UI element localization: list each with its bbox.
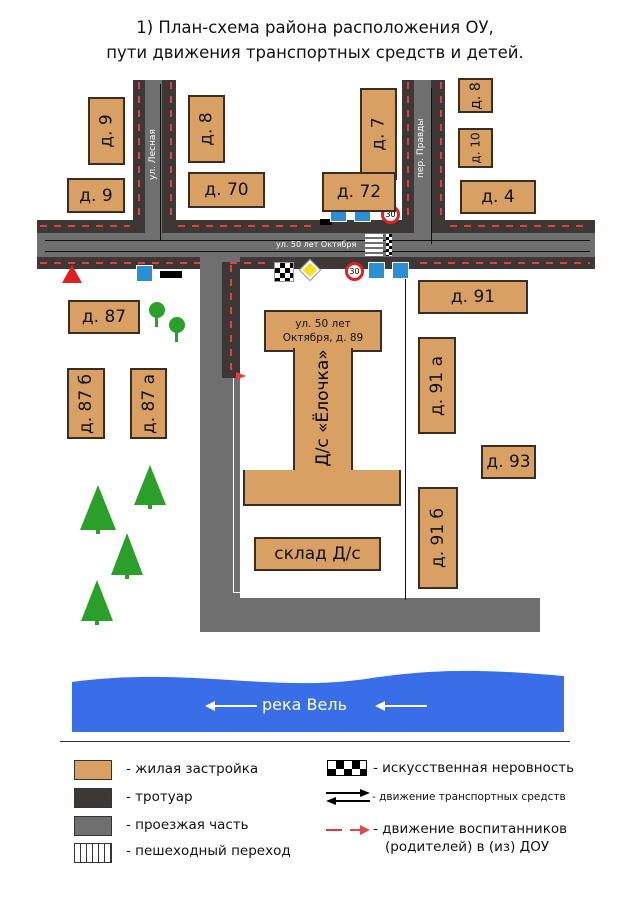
school-name: Д/с «Ёлочка»	[313, 349, 333, 467]
legend-crossing: - пешеходный переход	[126, 843, 291, 859]
legend-sidewalk: - тротуар	[126, 789, 193, 805]
fir-tree-icon	[81, 580, 113, 621]
warehouse: склад Д/с	[254, 537, 381, 571]
building: д. 93	[481, 445, 536, 479]
legend-swatch-roadway	[74, 816, 112, 836]
bus-stop-platform	[320, 219, 332, 225]
children-sign-icon	[62, 265, 82, 283]
legend-swatch-bump	[327, 760, 367, 776]
bump-marker-icon	[274, 262, 294, 282]
pedestrian-crossing-sign-icon	[392, 262, 409, 279]
two-way-arrow-icon	[326, 789, 370, 805]
legend-children-2: (родителей) в (из) ДОУ	[385, 839, 550, 855]
street-lesnaya: ул. Лесная	[148, 129, 158, 180]
legend-children-1: - движение воспитанников	[373, 821, 568, 837]
red-arrow-icon	[236, 372, 246, 380]
speed-bump	[386, 234, 392, 256]
bus-stop-sign-icon	[136, 265, 153, 282]
building: д. 9	[88, 97, 125, 165]
title-line-1: 1) План-схема района расположения ОУ,	[136, 18, 494, 37]
building: д. 91 а	[418, 337, 456, 434]
building: д. 8	[458, 78, 493, 113]
trees	[80, 302, 185, 625]
building: д. 70	[188, 172, 265, 208]
building: д. 7	[360, 88, 397, 180]
building: д. 87 б	[67, 368, 105, 439]
building: д. 91 б	[418, 487, 458, 589]
pedestrian-crossing	[365, 234, 383, 256]
building: д. 10	[458, 128, 493, 168]
tree-icon	[149, 302, 165, 318]
school-address-1: ул. 50 лет	[295, 318, 351, 330]
legend-residential: - жилая застройка	[126, 761, 259, 777]
building: д. 8	[188, 95, 225, 163]
building: д. 91	[418, 280, 528, 314]
legend-divider	[60, 741, 570, 742]
legend-traffic: - движение транспортных средств	[372, 791, 566, 803]
fir-tree-icon	[111, 533, 143, 575]
building: д. 87	[68, 300, 140, 334]
fir-tree-icon	[80, 485, 116, 530]
red-dash-arrow-icon	[326, 825, 370, 835]
legend-roadway: - проезжая часть	[126, 817, 249, 833]
river	[72, 670, 564, 732]
street-pravdy: пер. Правды	[416, 118, 426, 178]
street-oktyabrya: ул. 50 лет Октября	[276, 240, 357, 249]
title-line-2: пути движения транспортных средств и дет…	[106, 43, 524, 62]
building: д. 4	[460, 180, 536, 214]
building: д. 9	[67, 178, 125, 213]
building: д. 87 а	[130, 368, 167, 439]
legend-swatch-residential	[74, 760, 112, 780]
building: д. 72	[322, 172, 396, 212]
school-address-2: Октября, д. 89	[282, 332, 364, 344]
bus-stop-platform	[160, 271, 182, 278]
fir-tree-icon	[134, 465, 166, 505]
speed-limit-sign: 30	[345, 262, 364, 281]
legend-swatch-sidewalk	[74, 788, 112, 808]
legend-swatch-crossing	[74, 843, 112, 863]
tree-icon	[169, 317, 185, 333]
legend-bump: - искусственная неровность	[373, 760, 575, 776]
river-label: река Вель	[262, 695, 348, 714]
speed-bump-sign-icon	[368, 262, 385, 279]
